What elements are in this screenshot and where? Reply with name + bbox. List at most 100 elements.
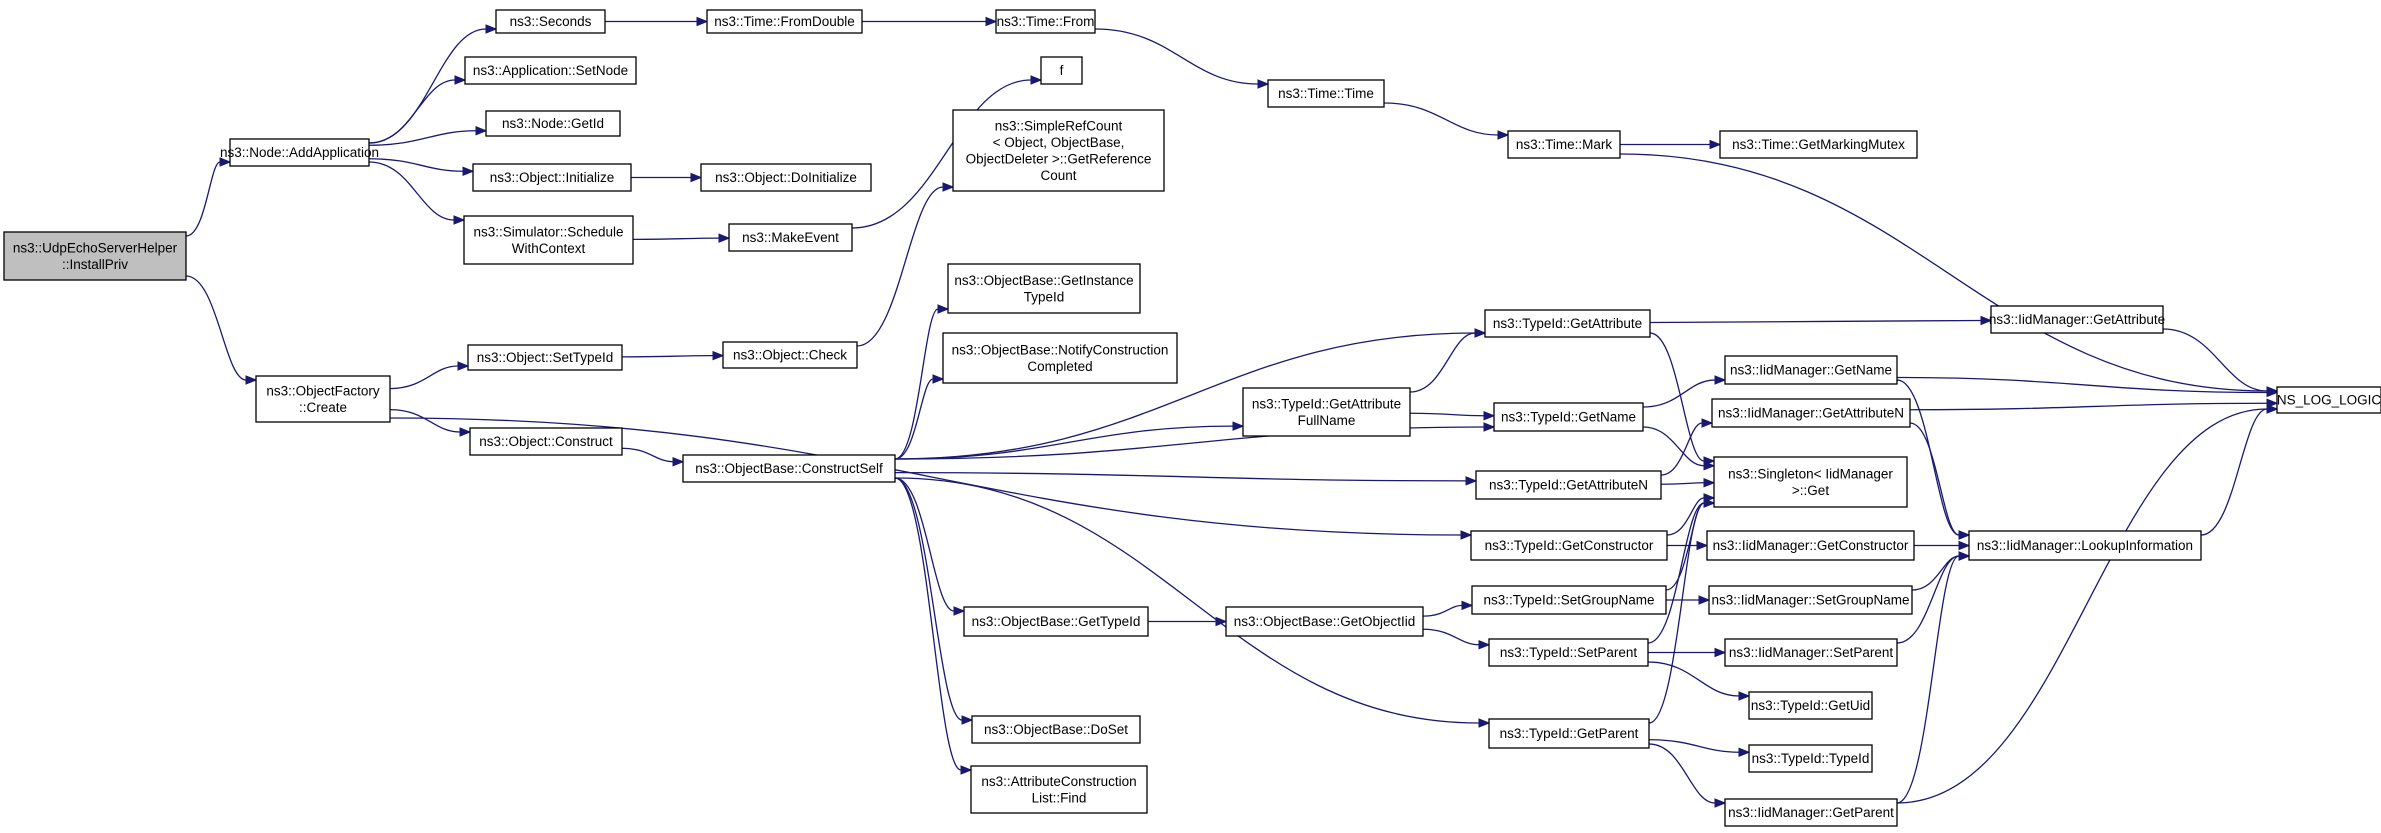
call-edge-addapp-to-getid bbox=[368, 126, 488, 146]
function-node-lookup[interactable]: ns3::IidManager::LookupInformation bbox=[1968, 530, 2202, 561]
node-box bbox=[971, 715, 1141, 744]
node-label: ns3::Object::Construct bbox=[479, 434, 613, 449]
function-node-notifyconstr[interactable]: ns3::ObjectBase::NotifyConstructionCompl… bbox=[942, 332, 1178, 384]
function-node-obgettypeid[interactable]: ns3::ObjectBase::GetTypeId bbox=[963, 606, 1149, 637]
function-node-tgetuid[interactable]: ns3::TypeId::GetUid bbox=[1748, 691, 1873, 720]
call-edge-addapp-to-schedctx bbox=[368, 161, 466, 225]
node-box bbox=[706, 9, 863, 34]
node-box bbox=[1724, 638, 1898, 667]
call-edge-tgetparent-to-igetparent bbox=[1648, 743, 1727, 808]
node-box bbox=[963, 606, 1149, 637]
call-edge-obgettypeid-to-getobjectiid bbox=[1147, 616, 1228, 627]
arrowhead bbox=[942, 182, 955, 192]
arrowhead bbox=[1461, 600, 1474, 611]
function-node-timefrom[interactable]: ns3::Time::From bbox=[995, 9, 1096, 34]
function-node-tgetconstr[interactable]: ns3::TypeId::GetConstructor bbox=[1470, 530, 1668, 561]
function-node-ttypeid[interactable]: ns3::TypeId::TypeId bbox=[1748, 744, 1873, 773]
function-node-tgetattr[interactable]: ns3::TypeId::GetAttribute bbox=[1484, 309, 1651, 338]
function-node-doinit[interactable]: ns3::Object::DoInitialize bbox=[700, 163, 872, 192]
function-node-timetime[interactable]: ns3::Time::Time bbox=[1267, 79, 1385, 108]
edge-line bbox=[1642, 379, 1716, 408]
call-edge-timemark-to-getmarking bbox=[1620, 139, 1722, 150]
function-node-construct[interactable]: ns3::Object::Construct bbox=[469, 427, 623, 456]
node-box bbox=[1471, 585, 1667, 615]
node-box bbox=[1713, 456, 1908, 508]
node-box bbox=[1711, 398, 1911, 428]
function-node-igetparent[interactable]: ns3::IidManager::GetParent bbox=[1724, 798, 1898, 827]
function-node-seconds[interactable]: ns3::Seconds bbox=[495, 9, 606, 34]
function-node-igetconstr[interactable]: ns3::IidManager::GetConstructor bbox=[1706, 530, 1915, 561]
function-node-getmarking[interactable]: ns3::Time::GetMarkingMutex bbox=[1719, 130, 1918, 159]
node-label: ns3::ObjectBase::GetInstance bbox=[954, 273, 1133, 288]
function-node-tsetparent[interactable]: ns3::TypeId::SetParent bbox=[1488, 638, 1649, 667]
function-node-root[interactable]: ns3::UdpEchoServerHelper::InstallPriv bbox=[3, 231, 187, 281]
function-node-igetname[interactable]: ns3::IidManager::GetName bbox=[1724, 355, 1898, 385]
edge-line bbox=[1896, 376, 2268, 394]
call-edge-timemark-to-nslog bbox=[1619, 153, 2279, 396]
node-label: ns3::IidManager::LookupInformation bbox=[1977, 538, 2193, 553]
function-node-objinit[interactable]: ns3::Object::Initialize bbox=[472, 163, 632, 192]
node-label: ns3::Seconds bbox=[510, 14, 592, 29]
function-node-fromdouble[interactable]: ns3::Time::FromDouble bbox=[706, 9, 863, 34]
function-node-tgetparent[interactable]: ns3::TypeId::GetParent bbox=[1488, 718, 1650, 749]
arrowhead bbox=[1709, 139, 1722, 150]
call-edge-objinit-to-doinit bbox=[631, 172, 703, 183]
node-label: ns3::AttributeConstruction bbox=[981, 774, 1136, 789]
node-label: ns3::Time::GetMarkingMutex bbox=[1732, 137, 1905, 152]
arrowhead bbox=[1958, 551, 1971, 561]
call-edge-timetime-to-timemark bbox=[1383, 102, 1510, 140]
function-node-getid[interactable]: ns3::Node::GetId bbox=[485, 110, 621, 137]
arrowhead bbox=[245, 375, 258, 385]
edge-line bbox=[1896, 555, 1960, 644]
edge-line bbox=[1647, 502, 1705, 644]
function-node-setnode[interactable]: ns3::Application::SetNode bbox=[464, 56, 637, 85]
call-edge-igetconstr-to-lookup bbox=[1913, 540, 1971, 551]
edge-line bbox=[894, 332, 1476, 460]
function-node-f[interactable]: f bbox=[1040, 56, 1083, 85]
function-node-settypeid[interactable]: ns3::Object::SetTypeId bbox=[467, 344, 623, 371]
function-node-isetparent[interactable]: ns3::IidManager::SetParent bbox=[1724, 638, 1898, 667]
edge-line bbox=[894, 477, 962, 771]
function-node-addapp[interactable]: ns3::Node::AddApplication bbox=[220, 138, 379, 167]
function-node-tgetattrn[interactable]: ns3::TypeId::GetAttributeN bbox=[1475, 470, 1662, 500]
function-node-tsetgroup[interactable]: ns3::TypeId::SetGroupName bbox=[1471, 585, 1667, 615]
function-node-doset[interactable]: ns3::ObjectBase::DoSet bbox=[971, 715, 1141, 744]
arrowhead bbox=[1465, 476, 1478, 486]
function-node-makeevent[interactable]: ns3::MakeEvent bbox=[728, 223, 853, 252]
node-label: ns3::Node::AddApplication bbox=[220, 145, 379, 160]
node-label: ns3::TypeId::SetParent bbox=[1500, 645, 1638, 660]
node-label: < Object, ObjectBase, bbox=[993, 135, 1125, 150]
edge-line bbox=[389, 408, 461, 433]
node-box bbox=[1242, 387, 1411, 437]
function-node-tgetname[interactable]: ns3::TypeId::GetName bbox=[1493, 402, 1644, 432]
node-label: FullName bbox=[1298, 413, 1356, 428]
function-node-nslog[interactable]: NS_LOG_LOGIC bbox=[2276, 386, 2381, 414]
call-edge-getattrfull-to-tgetattr bbox=[1409, 328, 1487, 393]
function-node-igetattrn[interactable]: ns3::IidManager::GetAttributeN bbox=[1711, 398, 1911, 428]
arrowhead bbox=[690, 172, 703, 183]
function-node-check[interactable]: ns3::Object::Check bbox=[722, 341, 858, 369]
function-node-singleton[interactable]: ns3::Singleton< IidManager>::Get bbox=[1713, 456, 1908, 508]
function-node-igetattr[interactable]: ns3::IidManager::GetAttribute bbox=[1989, 305, 2165, 334]
node-label: ns3::TypeId::GetAttributeN bbox=[1489, 478, 1648, 493]
function-node-getobjectiid[interactable]: ns3::ObjectBase::GetObjectIid bbox=[1225, 606, 1424, 637]
function-node-isetgroup[interactable]: ns3::IidManager::SetGroupName bbox=[1708, 585, 1913, 615]
function-node-factory[interactable]: ns3::ObjectFactory::Create bbox=[255, 375, 391, 423]
edge-line bbox=[1642, 426, 1705, 467]
function-node-constructself[interactable]: ns3::ObjectBase::ConstructSelf bbox=[682, 454, 896, 483]
function-node-simplerefcount[interactable]: ns3::SimpleRefCount< Object, ObjectBase,… bbox=[952, 109, 1165, 192]
node-box bbox=[1493, 402, 1644, 432]
call-edge-tsetparent-to-tgetuid bbox=[1647, 661, 1751, 701]
arrowhead bbox=[1714, 375, 1727, 385]
node-label: ns3::IidManager::SetParent bbox=[1729, 645, 1894, 660]
function-node-timemark[interactable]: ns3::Time::Mark bbox=[1507, 130, 1621, 159]
node-box bbox=[485, 110, 621, 137]
node-label: ns3::Object::Check bbox=[733, 348, 847, 363]
edge-line bbox=[185, 161, 221, 237]
node-label: TypeId bbox=[1024, 289, 1065, 304]
